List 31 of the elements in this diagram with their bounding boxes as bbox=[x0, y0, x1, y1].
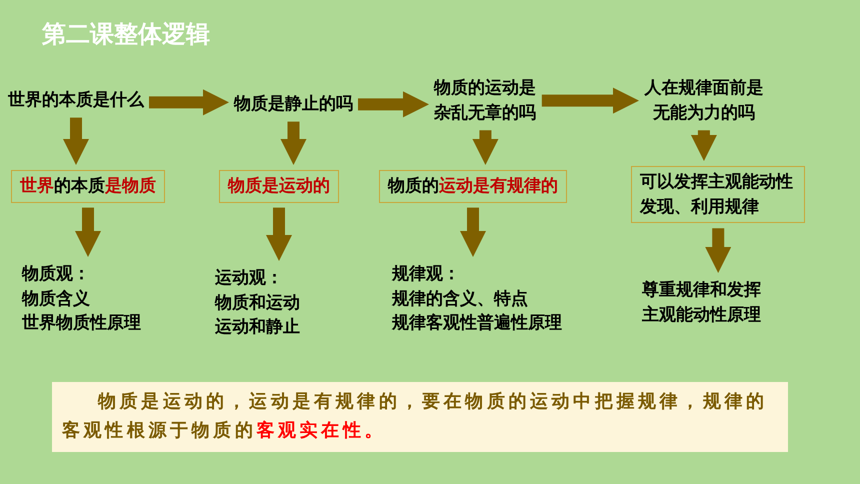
conclusion-box: 物质是运动的 bbox=[219, 170, 339, 203]
block-arrow bbox=[280, 122, 306, 165]
concept-item: 规律客观性普遍性原理 bbox=[392, 312, 562, 336]
block-arrow bbox=[266, 208, 292, 261]
question-text: 世界的本质是什么 bbox=[8, 88, 144, 113]
question-text: 物质是静止的吗 bbox=[234, 92, 353, 117]
concept-item: 运动和静止 bbox=[215, 316, 300, 340]
slide-title: 第二课整体逻辑 bbox=[42, 19, 210, 50]
concept-heading: 规律观： bbox=[392, 263, 461, 286]
conclusion-box: 可以发挥主观能动性发现、利用规律 bbox=[631, 166, 806, 224]
question-text: 人在规律面前是无能为力的吗 bbox=[644, 76, 764, 126]
block-arrow bbox=[358, 91, 429, 118]
concept-item: 规律的含义、特点 bbox=[392, 288, 529, 311]
conclusion-box: 世界的本质是物质 bbox=[11, 170, 165, 203]
block-arrow bbox=[542, 88, 639, 114]
concept-heading: 物质观： bbox=[22, 263, 91, 286]
block-arrow bbox=[690, 130, 717, 161]
block-arrow bbox=[460, 208, 486, 257]
block-arrow bbox=[472, 130, 498, 165]
block-arrow bbox=[705, 228, 732, 273]
conclusion-box: 物质的运动是有规律的 bbox=[379, 170, 567, 203]
concept-item: 物质和运动 bbox=[215, 292, 300, 315]
concept-heading: 运动观： bbox=[215, 267, 284, 290]
concept-item: 物质含义 bbox=[22, 288, 91, 311]
question-text: 尊重规律和发挥主观能动性原理 bbox=[642, 278, 762, 328]
question-text: 物质的运动是杂乱无章的吗 bbox=[434, 76, 537, 126]
concept-item: 世界物质性原理 bbox=[22, 312, 141, 336]
block-arrow bbox=[75, 208, 101, 257]
summary-note: 物质是运动的，运动是有规律的，要在物质的运动中把握规律，规律的客观性根源于物质的客观实在性。 bbox=[52, 382, 788, 452]
block-arrow bbox=[149, 89, 229, 116]
block-arrow bbox=[63, 118, 89, 165]
